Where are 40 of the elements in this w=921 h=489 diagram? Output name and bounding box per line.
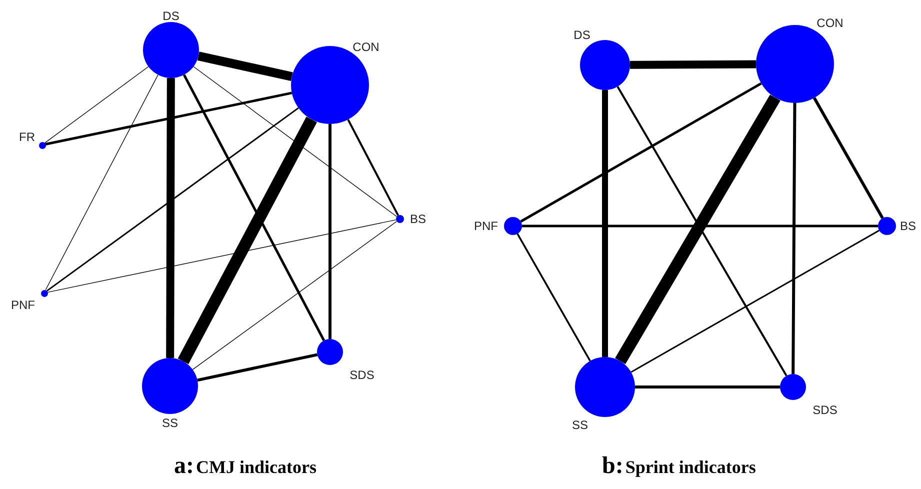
panel-caption: CMJ indicators bbox=[196, 456, 316, 479]
network-edge bbox=[193, 66, 398, 217]
network-edge bbox=[197, 52, 293, 82]
node-label: FR bbox=[18, 129, 36, 145]
panel-letter: b: bbox=[602, 452, 624, 480]
network-edge bbox=[45, 92, 292, 146]
network-edge bbox=[45, 74, 158, 290]
network-edge bbox=[328, 124, 332, 339]
network-edge bbox=[192, 221, 398, 370]
node-label: BS bbox=[898, 218, 917, 234]
node-label: CON bbox=[816, 15, 844, 31]
network-edge bbox=[166, 78, 175, 358]
node-label: CON bbox=[352, 39, 380, 55]
network-edge bbox=[792, 102, 796, 374]
panel-letter: a: bbox=[174, 452, 194, 480]
network-edge bbox=[182, 74, 326, 342]
network-edge bbox=[47, 219, 396, 293]
node-label: SDS bbox=[348, 367, 376, 383]
network-edge bbox=[46, 107, 299, 292]
node-label: BS bbox=[408, 211, 427, 227]
node-label: PNF bbox=[10, 297, 36, 313]
network-edge bbox=[520, 82, 762, 223]
node-label: PNF bbox=[473, 218, 499, 234]
node-label: DS bbox=[162, 8, 180, 24]
network-edge bbox=[522, 224, 878, 228]
network-edge bbox=[347, 119, 400, 216]
node-label: DS bbox=[572, 27, 592, 43]
node-label: SS bbox=[160, 415, 179, 431]
network-edge bbox=[197, 353, 318, 382]
network-edge bbox=[44, 66, 149, 144]
network-edge bbox=[630, 60, 756, 69]
network-edge bbox=[630, 230, 880, 373]
panel-caption: Sprint indicators bbox=[625, 456, 756, 479]
network-edge bbox=[812, 97, 884, 219]
network-edge bbox=[635, 386, 780, 388]
network-edge bbox=[516, 233, 591, 362]
network-edge bbox=[602, 90, 608, 357]
network-edge bbox=[178, 116, 317, 364]
node-label: SDS bbox=[812, 402, 838, 418]
node-label: SS bbox=[570, 417, 589, 433]
